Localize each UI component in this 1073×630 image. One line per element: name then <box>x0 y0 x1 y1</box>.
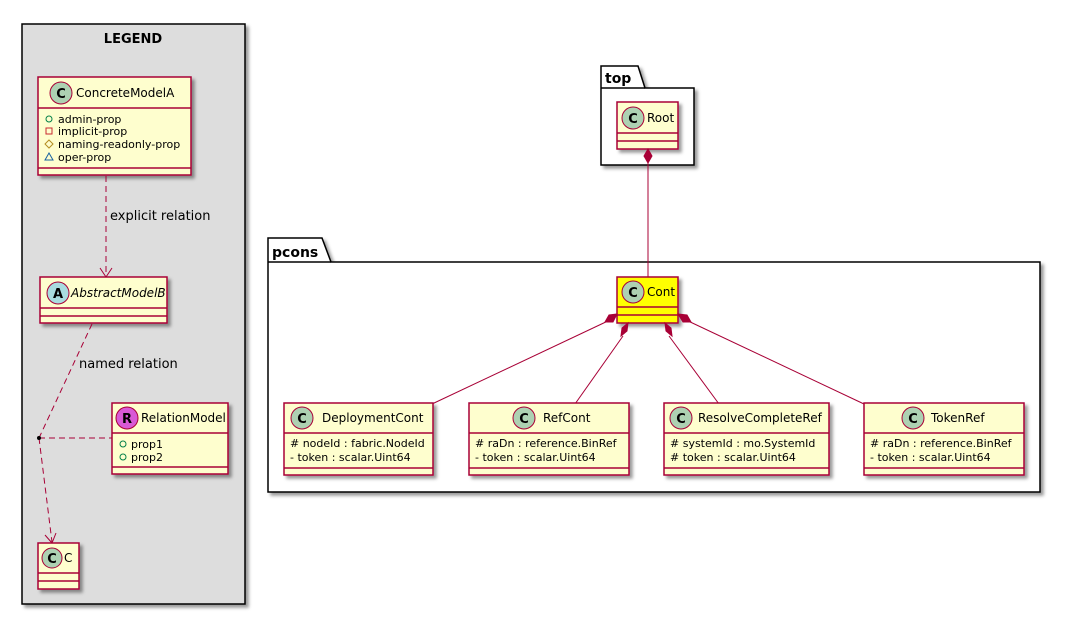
attr-public-icon <box>45 115 53 123</box>
class-root[interactable]: C Root <box>616 101 679 150</box>
class-deployment-cont[interactable]: C DeploymentCont # nodeId : fabric.NodeI… <box>283 402 434 476</box>
attr-text: # token : scalar.Uint64 <box>670 451 796 464</box>
svg-text:C: C <box>676 412 686 427</box>
class-name: Cont <box>647 285 675 299</box>
class-tokenref[interactable]: C TokenRef # raDn : reference.BinRef - t… <box>863 402 1025 476</box>
class-resolve-complete-ref[interactable]: C ResolveCompleteRef # systemId : mo.Sys… <box>663 402 830 476</box>
class-name: Root <box>647 111 674 125</box>
package-pcons[interactable]: pcons <box>267 237 1041 493</box>
class-name: RelationModel <box>141 411 226 425</box>
legend-panel: LEGEND C ConcreteModelA admin-prop impli… <box>21 23 246 605</box>
attr-text: prop1 <box>131 438 163 451</box>
attr-text: implicit-prop <box>58 125 127 138</box>
composition-cont-refcont <box>574 321 629 405</box>
class-name: AbstractModelB <box>70 286 166 300</box>
class-stereotype-icon: C <box>49 81 73 105</box>
legend-concrete-class[interactable]: C ConcreteModelA admin-prop implicit-pro… <box>37 76 192 176</box>
attr-text: # raDn : reference.BinRef <box>870 437 1013 450</box>
svg-text:C: C <box>628 112 638 127</box>
svg-text:C: C <box>519 412 529 427</box>
explicit-relation-label: explicit relation <box>110 209 210 224</box>
svg-text:C: C <box>56 87 66 102</box>
attr-package-icon <box>44 151 54 161</box>
class-name: TokenRef <box>930 411 985 425</box>
attr-text: - token : scalar.Uint64 <box>870 451 991 464</box>
attr-text: admin-prop <box>58 113 121 126</box>
composition-cont-tokenref <box>677 313 865 405</box>
attr-text: prop2 <box>131 451 163 464</box>
class-name: ConcreteModelA <box>76 86 175 100</box>
class-name: ResolveCompleteRef <box>698 411 823 425</box>
svg-text:C: C <box>47 552 57 567</box>
legend-c-class[interactable]: C C <box>37 542 80 590</box>
class-name: RefCont <box>543 411 591 425</box>
svg-text:R: R <box>122 412 132 427</box>
composition-cont-resolve <box>664 321 720 405</box>
attr-public-icon <box>119 440 127 448</box>
named-relation-label: named relation <box>79 357 178 372</box>
composition-root-cont <box>643 147 653 277</box>
attr-text: # nodeId : fabric.NodeId <box>290 437 425 450</box>
class-stereotype-icon: C <box>621 280 645 304</box>
class-name: DeploymentCont <box>322 411 424 425</box>
class-cont[interactable]: C Cont <box>616 276 679 324</box>
attr-text: # raDn : reference.BinRef <box>475 437 618 450</box>
abstract-stereotype-icon: A <box>46 281 70 305</box>
class-stereotype-icon: C <box>669 406 693 430</box>
legend-relation-class[interactable]: R RelationModel prop1 prop2 <box>111 402 229 475</box>
svg-text:C: C <box>297 412 307 427</box>
svg-text:C: C <box>908 412 918 427</box>
relation-stereotype-icon: R <box>115 406 139 430</box>
attr-text: - token : scalar.Uint64 <box>290 451 411 464</box>
attr-text: # systemId : mo.SystemId <box>670 437 815 450</box>
attr-public-icon <box>119 453 127 461</box>
package-title: pcons <box>272 245 318 261</box>
legend-title: LEGEND <box>104 32 163 47</box>
class-stereotype-icon: C <box>621 106 645 130</box>
class-stereotype-icon: C <box>901 406 925 430</box>
class-refcont[interactable]: C RefCont # raDn : reference.BinRef - to… <box>468 402 630 476</box>
class-stereotype-icon: C <box>512 406 536 430</box>
attr-private-icon <box>45 127 53 135</box>
composition-cont-deployment <box>431 313 618 405</box>
attr-text: naming-readonly-prop <box>58 138 180 151</box>
attr-text: - token : scalar.Uint64 <box>475 451 596 464</box>
attr-text: oper-prop <box>58 151 111 164</box>
class-name: C <box>64 551 72 565</box>
svg-text:C: C <box>628 286 638 301</box>
svg-text:A: A <box>53 287 63 302</box>
attr-protected-icon <box>44 139 54 149</box>
class-stereotype-icon: C <box>41 547 63 569</box>
package-title: top <box>605 71 631 87</box>
legend-abstract-class[interactable]: A AbstractModelB <box>39 276 168 324</box>
class-stereotype-icon: C <box>290 406 314 430</box>
